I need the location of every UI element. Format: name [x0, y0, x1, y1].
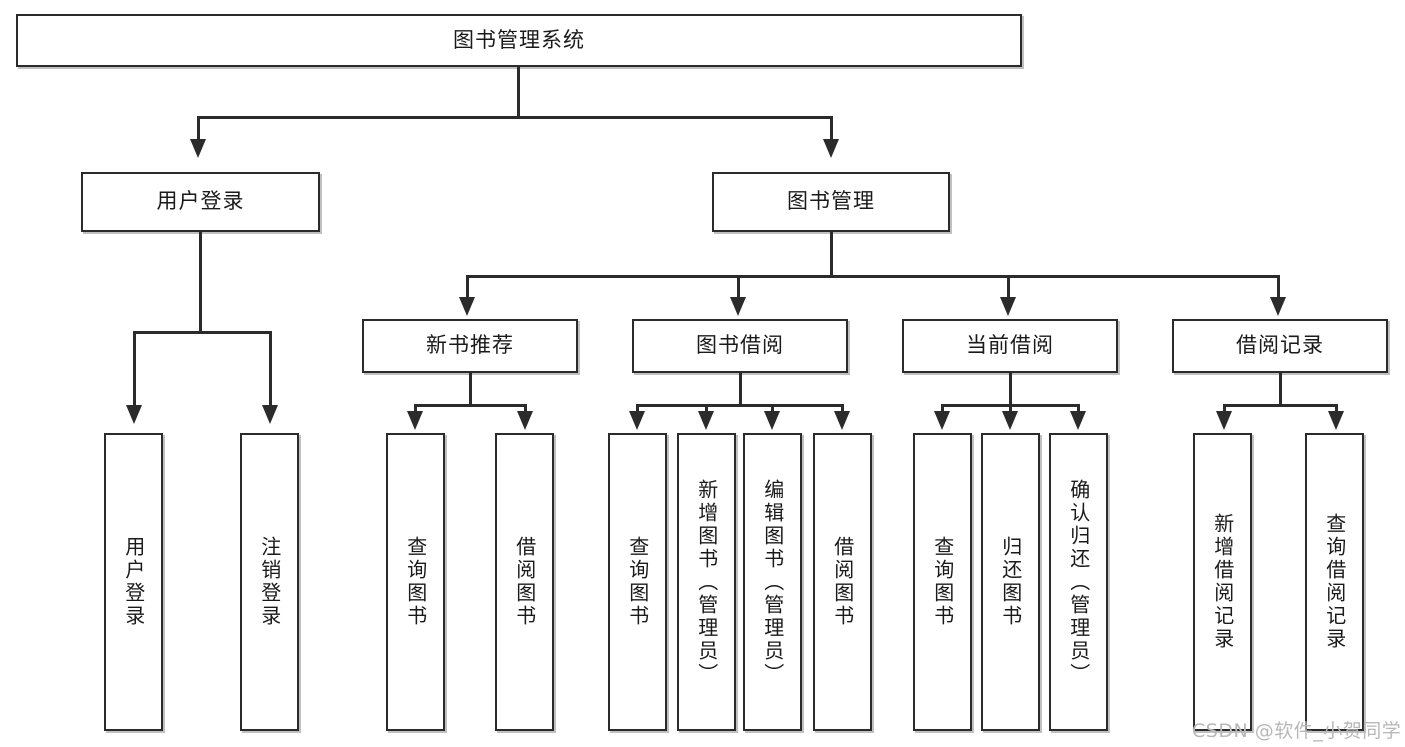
leaf-query-book-new-recommend[interactable]: 查询图书 — [386, 433, 445, 731]
edge-currentborrow-to-leaf-2 — [1009, 404, 1012, 414]
edge-bm-to-current-borrow — [1007, 275, 1010, 299]
edge-bookborrow-to-leaf-1 — [636, 404, 639, 414]
arrow-bookborrow-to-leaf-2 — [698, 411, 714, 430]
leaf-add-book-admin[interactable]: 新增图书（管理员） — [677, 433, 736, 731]
node-book-management-system[interactable]: 图书管理系统 — [16, 14, 1022, 67]
node-new-book-recommend[interactable]: 新书推荐 — [362, 319, 578, 373]
arrow-borrowrecord-to-leaf-2 — [1328, 411, 1344, 430]
node-label: 查询借阅记录 — [1322, 513, 1347, 651]
edge-bookborrow-to-leaf-3 — [771, 404, 774, 414]
edge-user-login-bus — [133, 331, 272, 334]
arrow-user-login-to-leaf-1 — [126, 405, 142, 424]
edge-new-book-bus — [414, 404, 527, 407]
arrow-currentborrow-to-leaf-3 — [1070, 411, 1086, 430]
node-label: 新增图书（管理员） — [694, 478, 719, 686]
csdn-watermark: CSDN @软件_小贺同学 — [1192, 720, 1402, 742]
node-label: 借阅图书 — [830, 536, 855, 628]
arrow-bookborrow-to-leaf-4 — [834, 411, 850, 430]
arrow-currentborrow-to-leaf-1 — [934, 411, 950, 430]
arrow-root-to-book-management — [823, 139, 839, 158]
edge-root-bus — [197, 116, 833, 119]
edge-root-to-user-login — [197, 116, 200, 141]
node-label: 借阅图书 — [512, 536, 537, 628]
edge-borrow-record-stem — [1279, 373, 1282, 406]
node-current-borrow[interactable]: 当前借阅 — [902, 319, 1118, 373]
node-label: 用户登录 — [121, 536, 146, 628]
node-label: 借阅记录 — [1236, 333, 1324, 358]
edge-book-borrow-stem — [739, 373, 742, 406]
node-label: 查询图书 — [625, 536, 650, 628]
node-user-login[interactable]: 用户登录 — [81, 172, 320, 232]
arrow-currentborrow-to-leaf-2 — [1002, 411, 1018, 430]
leaf-query-book-current[interactable]: 查询图书 — [913, 433, 972, 731]
edge-bookborrow-to-leaf-2 — [705, 404, 708, 414]
leaf-user-login[interactable]: 用户登录 — [104, 433, 163, 731]
leaf-edit-book-admin[interactable]: 编辑图书（管理员） — [743, 433, 802, 731]
arrow-newbook-to-leaf-1 — [407, 411, 423, 430]
edge-user-login-to-leaf-1 — [133, 331, 136, 407]
edge-book-management-bus — [466, 275, 1280, 278]
edge-user-login-to-leaf-2 — [269, 331, 272, 407]
edge-book-management-stem — [830, 232, 833, 277]
leaf-return-book[interactable]: 归还图书 — [981, 433, 1040, 731]
edge-newbook-to-leaf-1 — [414, 404, 417, 414]
edge-bm-to-borrow-record — [1277, 275, 1280, 299]
node-label: 查询图书 — [930, 536, 955, 628]
edge-root-stem — [517, 67, 520, 118]
node-label: 当前借阅 — [966, 333, 1054, 358]
edge-currentborrow-to-leaf-1 — [941, 404, 944, 414]
edge-book-borrow-bus — [636, 404, 844, 407]
node-label: 新增借阅记录 — [1210, 513, 1235, 651]
leaf-borrow-book-borrow[interactable]: 借阅图书 — [813, 433, 872, 731]
edge-bm-to-new-book — [466, 275, 469, 299]
arrow-bm-to-borrow-record — [1270, 297, 1286, 316]
edge-new-book-stem — [469, 373, 472, 406]
edge-root-to-book-management — [830, 116, 833, 141]
node-label: 图书管理系统 — [453, 27, 585, 52]
node-label: 图书管理 — [787, 189, 875, 214]
arrow-user-login-to-leaf-2 — [262, 405, 278, 424]
edge-currentborrow-to-leaf-3 — [1077, 404, 1080, 414]
arrow-bm-to-current-borrow — [1000, 297, 1016, 316]
arrow-bookborrow-to-leaf-3 — [764, 411, 780, 430]
leaf-query-borrow-record[interactable]: 查询借阅记录 — [1305, 433, 1364, 731]
edge-borrowrecord-to-leaf-2 — [1335, 404, 1338, 414]
leaf-logout-login[interactable]: 注销登录 — [240, 433, 299, 731]
node-book-borrow[interactable]: 图书借阅 — [632, 319, 848, 373]
leaf-query-book-borrow[interactable]: 查询图书 — [608, 433, 667, 731]
edge-current-borrow-stem — [1009, 373, 1012, 406]
arrow-newbook-to-leaf-2 — [517, 411, 533, 430]
arrow-bm-to-book-borrow — [730, 297, 746, 316]
node-label: 归还图书 — [998, 536, 1023, 628]
node-label: 查询图书 — [403, 536, 428, 628]
edge-borrowrecord-to-leaf-1 — [1223, 404, 1226, 414]
edge-borrow-record-bus — [1223, 404, 1338, 407]
node-book-management[interactable]: 图书管理 — [712, 172, 950, 232]
node-label: 用户登录 — [156, 189, 245, 214]
node-label: 图书借阅 — [696, 333, 784, 358]
arrow-borrowrecord-to-leaf-1 — [1216, 411, 1232, 430]
node-label: 确认归还（管理员） — [1066, 478, 1091, 686]
node-label: 新书推荐 — [426, 333, 514, 358]
leaf-borrow-book-new-recommend[interactable]: 借阅图书 — [495, 433, 554, 731]
node-borrow-record[interactable]: 借阅记录 — [1172, 319, 1388, 373]
arrow-bm-to-new-book — [459, 297, 475, 316]
edge-bm-to-book-borrow — [737, 275, 740, 299]
arrow-bookborrow-to-leaf-1 — [629, 411, 645, 430]
leaf-add-borrow-record[interactable]: 新增借阅记录 — [1193, 433, 1252, 731]
edge-newbook-to-leaf-2 — [524, 404, 527, 414]
edge-user-login-stem — [199, 232, 202, 333]
arrow-root-to-user-login — [190, 139, 206, 158]
node-label: 注销登录 — [257, 536, 282, 628]
leaf-confirm-return-admin[interactable]: 确认归还（管理员） — [1049, 433, 1108, 731]
node-label: 编辑图书（管理员） — [760, 478, 785, 686]
edge-bookborrow-to-leaf-4 — [841, 404, 844, 414]
